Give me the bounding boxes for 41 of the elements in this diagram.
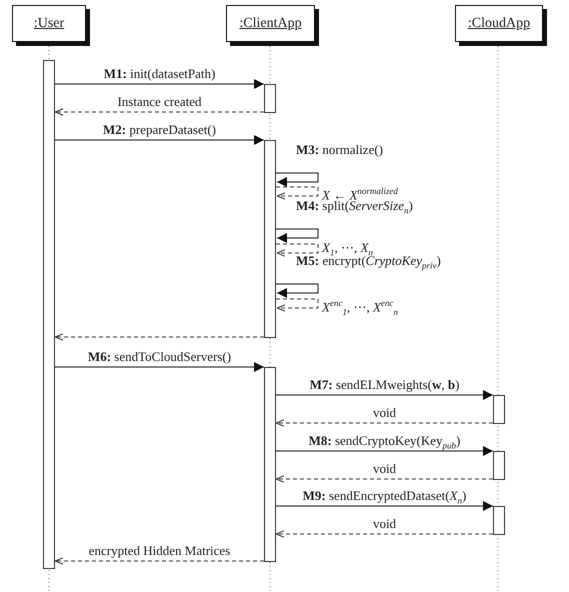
message-label: M2: prepareDataset() <box>103 123 216 137</box>
return-arrow <box>54 108 264 116</box>
message-label: void <box>372 462 396 476</box>
message-arrow <box>54 362 264 372</box>
message-label: void <box>372 517 396 531</box>
message-arrow <box>276 228 318 243</box>
message-arrow <box>276 390 494 400</box>
object-name: :User <box>34 16 64 32</box>
activation-bar <box>493 451 505 480</box>
return-arrow <box>276 298 318 312</box>
message-arrow <box>276 446 494 456</box>
return-arrow <box>276 186 318 200</box>
activation-bar <box>493 506 505 535</box>
message-label: M9: sendEncryptedDataset(X$_{n}$) <box>302 489 466 508</box>
activation-bar <box>264 140 276 338</box>
message-label: Instance created <box>117 95 202 109</box>
message-label: encrypted Hidden Matrices <box>88 544 230 558</box>
return-arrow <box>54 557 264 565</box>
return-arrow <box>276 419 494 427</box>
message-arrow <box>276 172 318 187</box>
activation-bar <box>264 367 276 562</box>
message-label: M3: normalize() <box>296 143 383 157</box>
return-arrow <box>276 530 494 538</box>
message-arrow <box>54 135 264 145</box>
return-arrow <box>276 475 494 483</box>
message-arrow <box>276 501 494 511</box>
activation-bar <box>264 84 276 113</box>
message-label: M8: sendCryptoKey(Key$_{pub}$) <box>308 434 460 453</box>
message-label: void <box>372 406 396 420</box>
message-arrow <box>276 284 318 298</box>
activation-bar <box>43 60 55 569</box>
object-name: :ClientApp <box>239 16 302 32</box>
message-label: M6: sendToCloudServers() <box>88 350 232 364</box>
message-label: M5: encrypt(CryptoKey$_{priv}$) <box>296 254 441 273</box>
message-arrow <box>54 79 264 89</box>
return-arrow <box>276 244 318 257</box>
activation-bar <box>493 395 505 424</box>
message-label: M7: sendELMweights(w, b) <box>310 378 460 392</box>
return-arrow <box>54 333 264 341</box>
message-label: M1: init(datasetPath) <box>104 67 216 81</box>
object-name: :CloudApp <box>468 16 530 32</box>
